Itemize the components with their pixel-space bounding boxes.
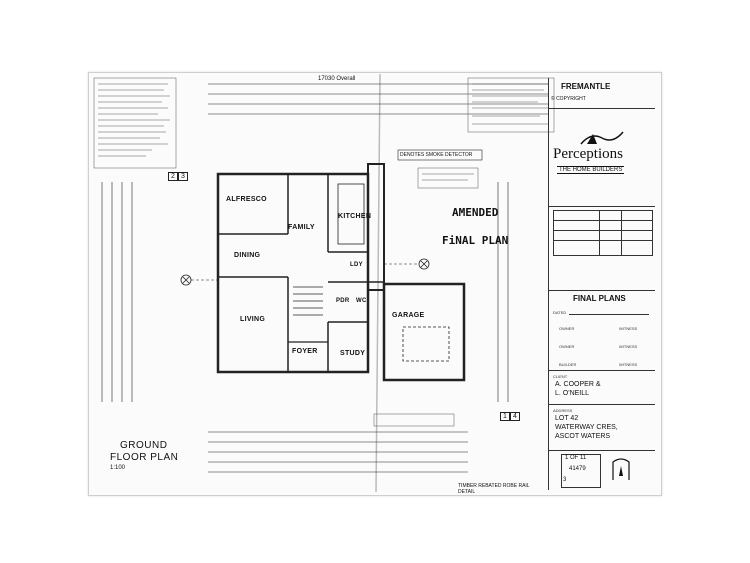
witness-label: WITNESS xyxy=(619,326,638,331)
owner-label: OWNER xyxy=(559,326,575,331)
witness-label: WITNESS xyxy=(619,344,638,349)
brand-name: Perceptions xyxy=(553,146,623,162)
client-line: A. COOPER & xyxy=(555,381,601,388)
address-label: ADDRESS xyxy=(553,408,573,413)
drawing-title-line2: FLOOR PLAN xyxy=(110,452,179,463)
room-garage: GARAGE xyxy=(392,312,425,319)
section-marker: 3 xyxy=(178,172,188,181)
amended-stamp: AMENDED xyxy=(452,206,499,219)
section-marker: 2 xyxy=(168,172,178,181)
room-ldy: LDY xyxy=(350,262,363,268)
title-block: FREMANTLE © COPYRIGHT Perceptions THE HO… xyxy=(548,78,655,490)
room-wc: WC xyxy=(356,298,367,304)
drawing-scale: 1:100 xyxy=(110,465,126,471)
client-line: L. O'NEILL xyxy=(555,390,590,397)
floor-plan-drawing xyxy=(93,73,555,493)
section-marker: 4 xyxy=(510,412,520,421)
room-family: FAMILY xyxy=(288,224,315,231)
plans-heading: FINAL PLANS xyxy=(573,294,626,303)
revision-number: 3 xyxy=(563,477,567,483)
final-plan-stamp: FiNAL PLAN xyxy=(442,234,509,247)
address-line: ASCOT WATERS xyxy=(555,433,611,440)
revision-table xyxy=(553,210,653,256)
builder-label: BUILDER xyxy=(559,362,577,367)
job-number: 41479 xyxy=(569,466,586,472)
room-alfresco: ALFRESCO xyxy=(226,196,267,203)
region-label: FREMANTLE xyxy=(561,82,611,91)
client-label: CLIENT xyxy=(553,374,568,379)
drawing-title-line1: GROUND xyxy=(120,440,168,451)
sheet-number: 1 OF 11 xyxy=(565,455,587,461)
owner-label: OWNER xyxy=(559,344,575,349)
dated-label: DATED xyxy=(553,310,567,315)
sheet-info-box xyxy=(561,454,601,488)
copyright-label: © COPYRIGHT xyxy=(551,96,586,102)
address-line: WATERWAY CRES, xyxy=(555,424,618,431)
brand-logo-icon xyxy=(580,131,624,145)
room-pdr: PDR xyxy=(336,298,350,304)
witness-label: WITNESS xyxy=(619,362,638,367)
robe-rail-note: TIMBER REBATED ROBE RAIL DETAIL xyxy=(458,483,530,495)
room-dining: DINING xyxy=(234,252,261,259)
brand-tagline: THE HOME BUILDERS xyxy=(557,166,625,174)
room-study: STUDY xyxy=(340,350,366,357)
north-point-icon xyxy=(612,458,630,480)
room-foyer: FOYER xyxy=(292,348,318,355)
section-marker: 1 xyxy=(500,412,510,421)
overall-dimension: 17030 Overall xyxy=(318,76,356,82)
address-line: LOT 42 xyxy=(555,415,579,422)
room-living: LIVING xyxy=(240,316,266,323)
smoke-detector-note: DENOTES SMOKE DETECTOR xyxy=(400,152,473,158)
room-kitchen: KITCHEN xyxy=(338,213,372,220)
